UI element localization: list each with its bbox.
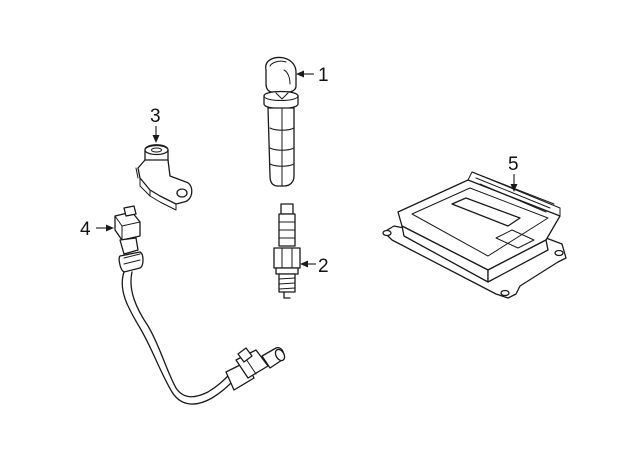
spark-plug <box>273 203 301 299</box>
callout-1: 1 <box>296 65 329 86</box>
callout-label-4: 4 <box>80 219 91 240</box>
callout-2: 2 <box>300 256 329 277</box>
callout-5: 5 <box>508 154 519 192</box>
callout-3: 3 <box>150 106 161 143</box>
ecu-module <box>382 171 567 299</box>
oxygen-sensor <box>114 205 286 405</box>
position-sensor <box>135 144 193 211</box>
ignition-coil <box>263 56 299 187</box>
callout-label-2: 2 <box>318 256 329 277</box>
callout-label-1: 1 <box>318 65 329 86</box>
callout-label-3: 3 <box>150 106 161 127</box>
callout-label-5: 5 <box>508 154 519 175</box>
callout-4: 4 <box>80 219 114 240</box>
